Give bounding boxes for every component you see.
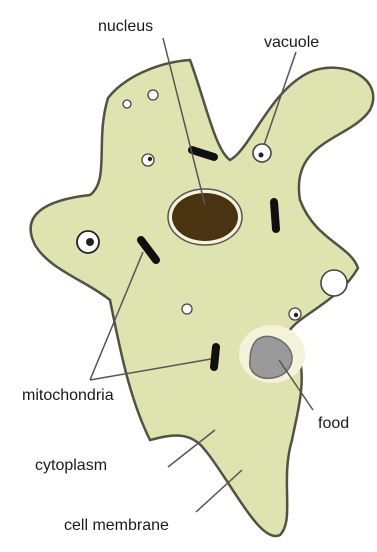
label-cell-membrane: cell membrane xyxy=(64,517,169,534)
small-vacuole-dot xyxy=(148,157,152,161)
small-vacuole-dot xyxy=(86,238,94,246)
label-cytoplasm: cytoplasm xyxy=(35,457,107,474)
small-vacuole xyxy=(142,154,154,166)
label-nucleus: nucleus xyxy=(98,18,153,35)
small-vacuole xyxy=(148,90,158,100)
small-vacuole-dot xyxy=(294,313,298,317)
label-vacuole: vacuole xyxy=(264,34,319,51)
contractile-vacuole-dot xyxy=(259,153,264,158)
small-vacuole xyxy=(182,304,192,314)
label-food: food xyxy=(318,415,349,432)
small-vacuole xyxy=(123,100,131,108)
label-mitochondria: mitochondria xyxy=(22,387,114,404)
mitochondrion xyxy=(274,202,276,229)
large-vacuole xyxy=(321,270,347,296)
mitochondrion xyxy=(214,347,216,367)
nucleus-core xyxy=(172,193,238,241)
